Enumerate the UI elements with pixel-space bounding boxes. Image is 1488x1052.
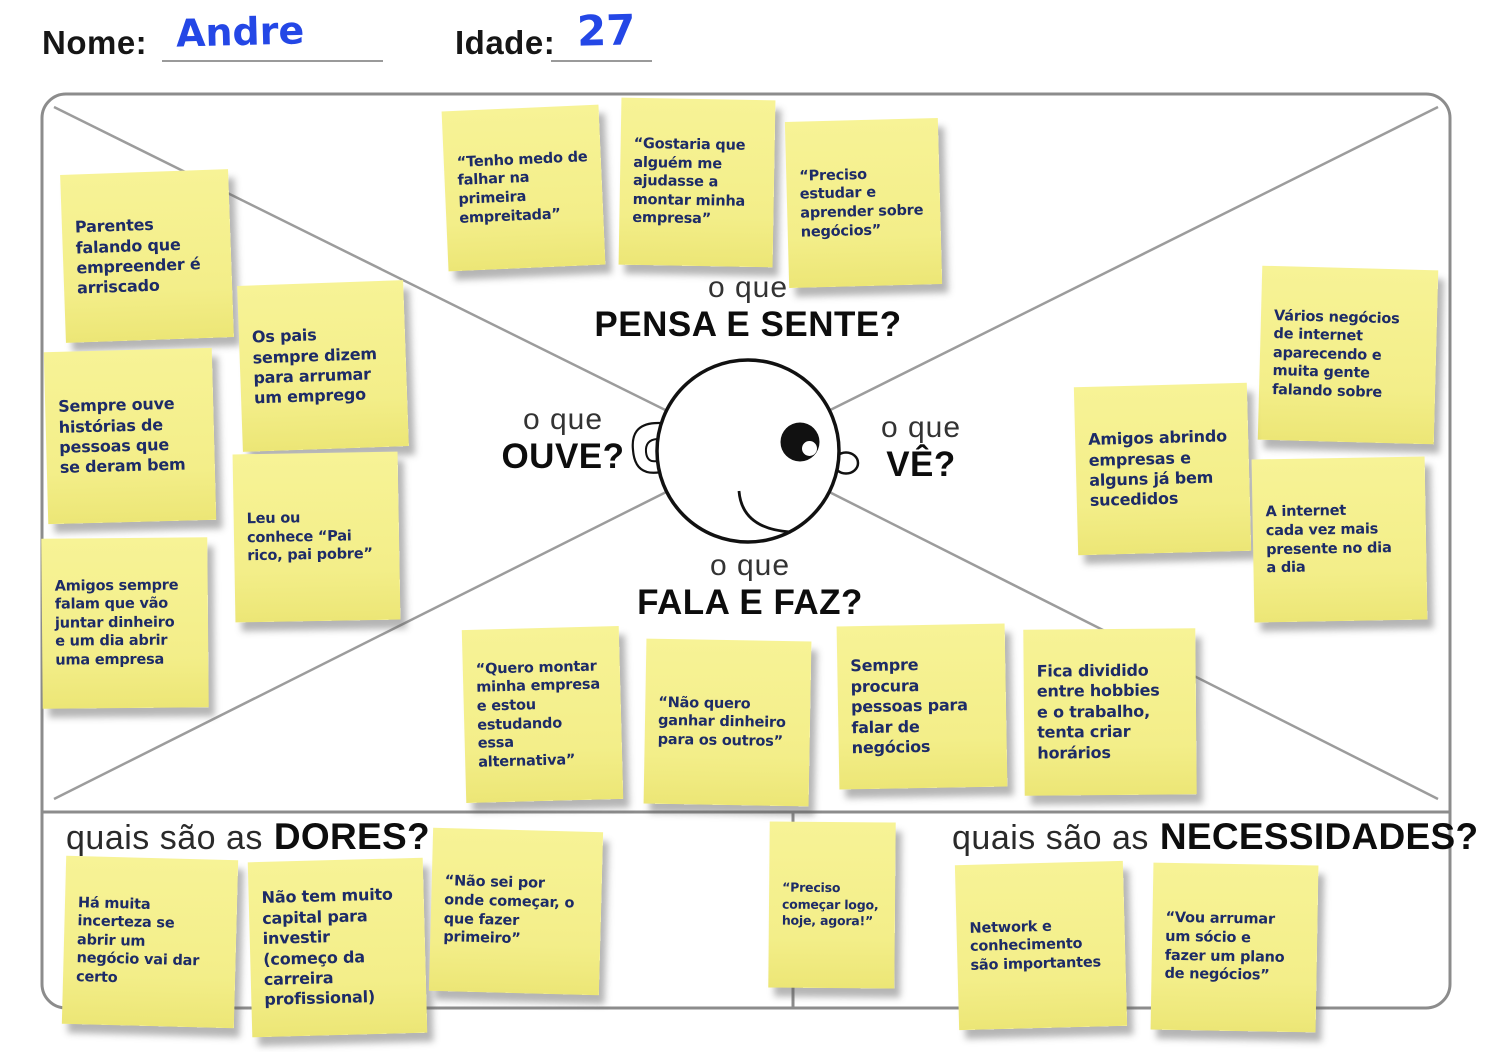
sticky-note-pensa-3[interactable]: “Preciso estudar e aprender sobre negóci… <box>784 118 943 288</box>
sticky-note-fala-2[interactable]: “Não quero ganhar dinheiro para os outro… <box>643 638 812 807</box>
sticky-note-dores-1[interactable]: Há muita incerteza se abrir um negócio v… <box>61 855 239 1029</box>
section-label-dores: quais são as DORES? <box>66 816 430 857</box>
sticky-note-fala-4[interactable]: Fica dividido entre hobbies e o trabalho… <box>1023 628 1197 796</box>
quadrant-label-fala-e-faz: o que FALA E FAZ? <box>637 549 863 622</box>
age-label: Idade: <box>455 24 556 61</box>
eye-icon <box>780 422 820 462</box>
sticky-note-dores-2[interactable]: Não tem muito capital para investir (com… <box>247 857 428 1038</box>
sticky-note-ve-3[interactable]: A internet cada vez mais presente no dia… <box>1251 456 1428 623</box>
quadrant-label-pensa-e-sente: o que PENSA E SENTE? <box>594 271 902 344</box>
age-underline <box>551 60 652 62</box>
sticky-note-pensa-2[interactable]: “Gostaria que alguém me ajudasse a monta… <box>618 97 776 268</box>
quadrant-diagonals <box>53 105 1439 801</box>
name-label: Nome: <box>42 24 148 61</box>
sticky-note-necessidades-2[interactable]: Network e conhecimento são importantes <box>954 860 1128 1031</box>
name-underline <box>162 60 383 62</box>
quadrant-label-ve: o que VÊ? <box>880 411 962 484</box>
sticky-note-necessidades-1[interactable]: “Preciso começar logo, hoje, agora!” <box>768 821 896 989</box>
sticky-note-pensa-1[interactable]: “Tenho medo de falhar na primeira emprei… <box>441 104 606 272</box>
sticky-note-ouve-1[interactable]: Parentes falando que empreender é arrisc… <box>60 169 234 343</box>
sticky-note-ouve-3[interactable]: Sempre ouve histórias de pessoas que se … <box>43 347 217 525</box>
face-icon <box>631 358 860 544</box>
quadrant-label-ouve: o que OUVE? <box>501 403 625 476</box>
sticky-note-dores-3[interactable]: “Não sei por onde começar, o que fazer p… <box>428 827 604 996</box>
sticky-note-ve-2[interactable]: Amigos abrindo empresas e alguns já bem … <box>1073 382 1252 556</box>
sticky-note-fala-3[interactable]: Sempre procura pessoas para falar de neg… <box>836 623 1008 790</box>
section-label-necessidades: quais são as NECESSIDADES? <box>952 816 1479 857</box>
sticky-note-fala-1[interactable]: “Quero montar minha empresa e estou estu… <box>461 625 624 804</box>
sticky-note-necessidades-3[interactable]: “Vou arrumar um sócio e fazer um plano d… <box>1150 862 1319 1033</box>
sticky-note-ve-1[interactable]: Vários negócios de internet aparecendo e… <box>1257 265 1439 445</box>
sticky-note-ouve-5[interactable]: Amigos sempre falam que vão juntar dinhe… <box>41 537 209 709</box>
sticky-note-ouve-2[interactable]: Os pais sempre dizem para arrumar um emp… <box>237 280 409 452</box>
sticky-note-ouve-4[interactable]: Leu ou conhece “Pai rico, pai pobre” <box>232 451 401 623</box>
smile-icon <box>737 490 792 534</box>
